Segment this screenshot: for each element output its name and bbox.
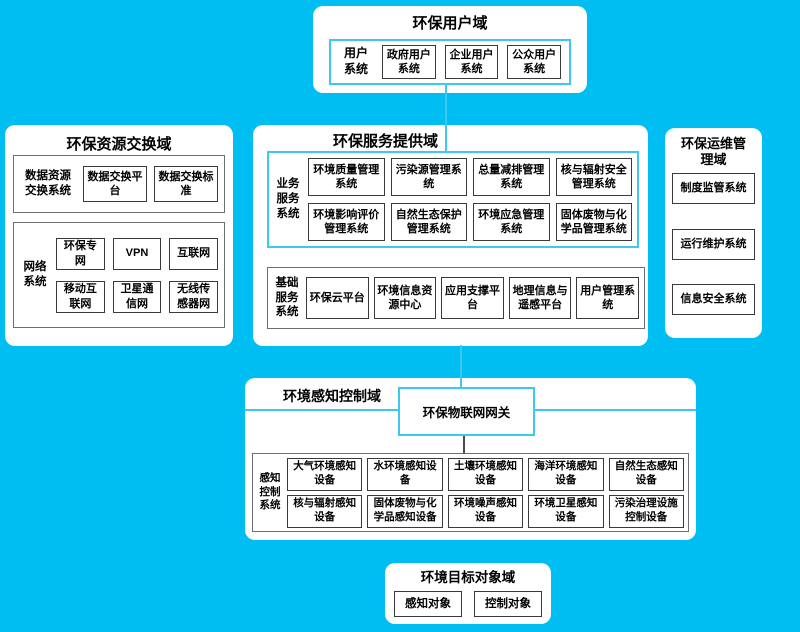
domain-exchange-title: 环保资源交换域 bbox=[66, 136, 172, 153]
business-system-item: 总量减排管理系统 bbox=[473, 158, 550, 196]
base-service-item: 环保云平台 bbox=[306, 277, 369, 319]
gateway-devices-connector-line bbox=[463, 432, 465, 453]
network-item: 无线传感器网 bbox=[169, 280, 218, 313]
user-system-item: 企业用户系统 bbox=[444, 45, 499, 79]
base-service-item: 用户管理系统 bbox=[576, 277, 639, 319]
ops-system-item: 制度监管系统 bbox=[672, 173, 755, 204]
sensing-device-item: 污染治理设施控制设备 bbox=[608, 494, 684, 528]
sensing-device-item: 海洋环境感知设备 bbox=[528, 457, 604, 491]
network-item: 卫星通信网 bbox=[112, 280, 162, 313]
sensing-control-section: 感知控制系统 大气环境感知设备 水环境感知设备 土壤环境感知设备 海洋环境感知设… bbox=[252, 453, 689, 532]
connector-user-to-service-line bbox=[445, 84, 447, 151]
sensing-control-label: 感知控制系统 bbox=[259, 472, 281, 512]
connector-service-to-sensing-line bbox=[460, 345, 462, 388]
domain-user-title: 环保用户域 bbox=[412, 15, 488, 32]
domain-target: 环境目标对象域 感知对象 控制对象 bbox=[385, 563, 551, 624]
target-object-item: 感知对象 bbox=[394, 591, 462, 617]
network-label: 网络系统 bbox=[23, 261, 47, 288]
network-item: 互联网 bbox=[169, 237, 218, 270]
domain-exchange: 环保资源交换域 数据资源交换系统 数据交换平台 数据交换标准 网络系统 环保专网… bbox=[5, 125, 233, 346]
domain-service-title: 环保服务提供域 bbox=[332, 133, 438, 150]
sensing-device-item: 环境噪声感知设备 bbox=[447, 494, 524, 528]
sensing-device-item: 核与辐射感知设备 bbox=[287, 494, 363, 528]
base-services-label: 基础服务系统 bbox=[275, 276, 299, 319]
domain-user: 环保用户域 用户系统 政府用户系统 企业用户系统 公众用户系统 bbox=[313, 6, 587, 93]
business-system-item: 自然生态保护管理系统 bbox=[390, 203, 467, 241]
sensing-device-item: 固体废物与化学品感知设备 bbox=[367, 494, 443, 528]
base-services-grid: 环保云平台 环境信息资源中心 应用支撑平台 地理信息与遥感平台 用户管理系统 bbox=[306, 277, 639, 319]
domain-sensing: 环境感知控制域 环保物联网网关 感知控制系统 大气环境感知设备 水环境感知设备 … bbox=[245, 378, 696, 540]
business-systems-label: 业务服务系统 bbox=[276, 178, 300, 220]
business-system-item: 环境应急管理系统 bbox=[473, 203, 550, 241]
base-services-section: 基础服务系统 环保云平台 环境信息资源中心 应用支撑平台 地理信息与遥感平台 用… bbox=[267, 267, 645, 329]
sensing-devices-grid: 大气环境感知设备 水环境感知设备 土壤环境感知设备 海洋环境感知设备 自然生态感… bbox=[287, 457, 684, 528]
data-exchange-item: 数据交换平台 bbox=[83, 166, 147, 202]
network-grid: 环保专网 VPN 互联网 移动互联网 卫星通信网 无线传感器网 bbox=[56, 237, 218, 313]
business-systems-section: 业务服务系统 环境质量管理系统 污染源管理系统 总量减排管理系统 核与辐射安全管… bbox=[267, 151, 639, 248]
business-system-item: 核与辐射安全管理系统 bbox=[555, 158, 632, 196]
base-service-item: 环境信息资源中心 bbox=[373, 277, 437, 319]
user-systems-label: 用户系统 bbox=[343, 46, 368, 76]
data-exchange-label: 数据资源交换系统 bbox=[25, 170, 71, 197]
user-system-item: 政府用户系统 bbox=[382, 45, 436, 79]
sensing-device-item: 水环境感知设备 bbox=[367, 457, 443, 491]
business-system-item: 环境质量管理系统 bbox=[308, 158, 385, 196]
domain-ops: 环保运维管理域 制度监管系统 运行维护系统 信息安全系统 bbox=[665, 128, 762, 338]
base-service-item: 应用支撑平台 bbox=[441, 277, 504, 319]
sensing-device-item: 土壤环境感知设备 bbox=[447, 457, 524, 491]
sensing-device-item: 大气环境感知设备 bbox=[287, 457, 363, 491]
user-system-item: 公众用户系统 bbox=[507, 45, 562, 79]
ops-system-item: 运行维护系统 bbox=[672, 229, 755, 260]
sensing-device-item: 环境卫星感知设备 bbox=[528, 494, 604, 528]
domain-target-title: 环境目标对象域 bbox=[420, 570, 516, 585]
business-systems-grid: 环境质量管理系统 污染源管理系统 总量减排管理系统 核与辐射安全管理系统 环境影… bbox=[308, 158, 632, 241]
iot-gateway-box: 环保物联网网关 bbox=[398, 387, 535, 436]
domain-ops-title: 环保运维管理域 bbox=[680, 136, 746, 168]
network-item: 移动互联网 bbox=[56, 280, 105, 313]
base-service-item: 地理信息与遥感平台 bbox=[508, 277, 572, 319]
data-exchange-item: 数据交换标准 bbox=[154, 166, 218, 202]
data-exchange-section: 数据资源交换系统 数据交换平台 数据交换标准 bbox=[13, 155, 225, 213]
business-system-item: 环境影响评价管理系统 bbox=[308, 203, 385, 241]
network-section: 网络系统 环保专网 VPN 互联网 移动互联网 卫星通信网 无线传感器网 bbox=[13, 222, 225, 328]
network-item: 环保专网 bbox=[56, 237, 105, 270]
network-item: VPN bbox=[112, 237, 162, 270]
ops-system-item: 信息安全系统 bbox=[672, 284, 755, 315]
target-object-item: 控制对象 bbox=[474, 591, 542, 617]
business-system-item: 固体废物与化学品管理系统 bbox=[555, 203, 632, 241]
domain-service: 环保服务提供域 业务服务系统 环境质量管理系统 污染源管理系统 总量减排管理系统… bbox=[253, 125, 648, 346]
business-system-item: 污染源管理系统 bbox=[390, 158, 467, 196]
sensing-device-item: 自然生态感知设备 bbox=[608, 457, 684, 491]
user-systems-group: 用户系统 政府用户系统 企业用户系统 公众用户系统 bbox=[329, 39, 571, 85]
domain-sensing-title: 环境感知控制域 bbox=[283, 388, 381, 404]
